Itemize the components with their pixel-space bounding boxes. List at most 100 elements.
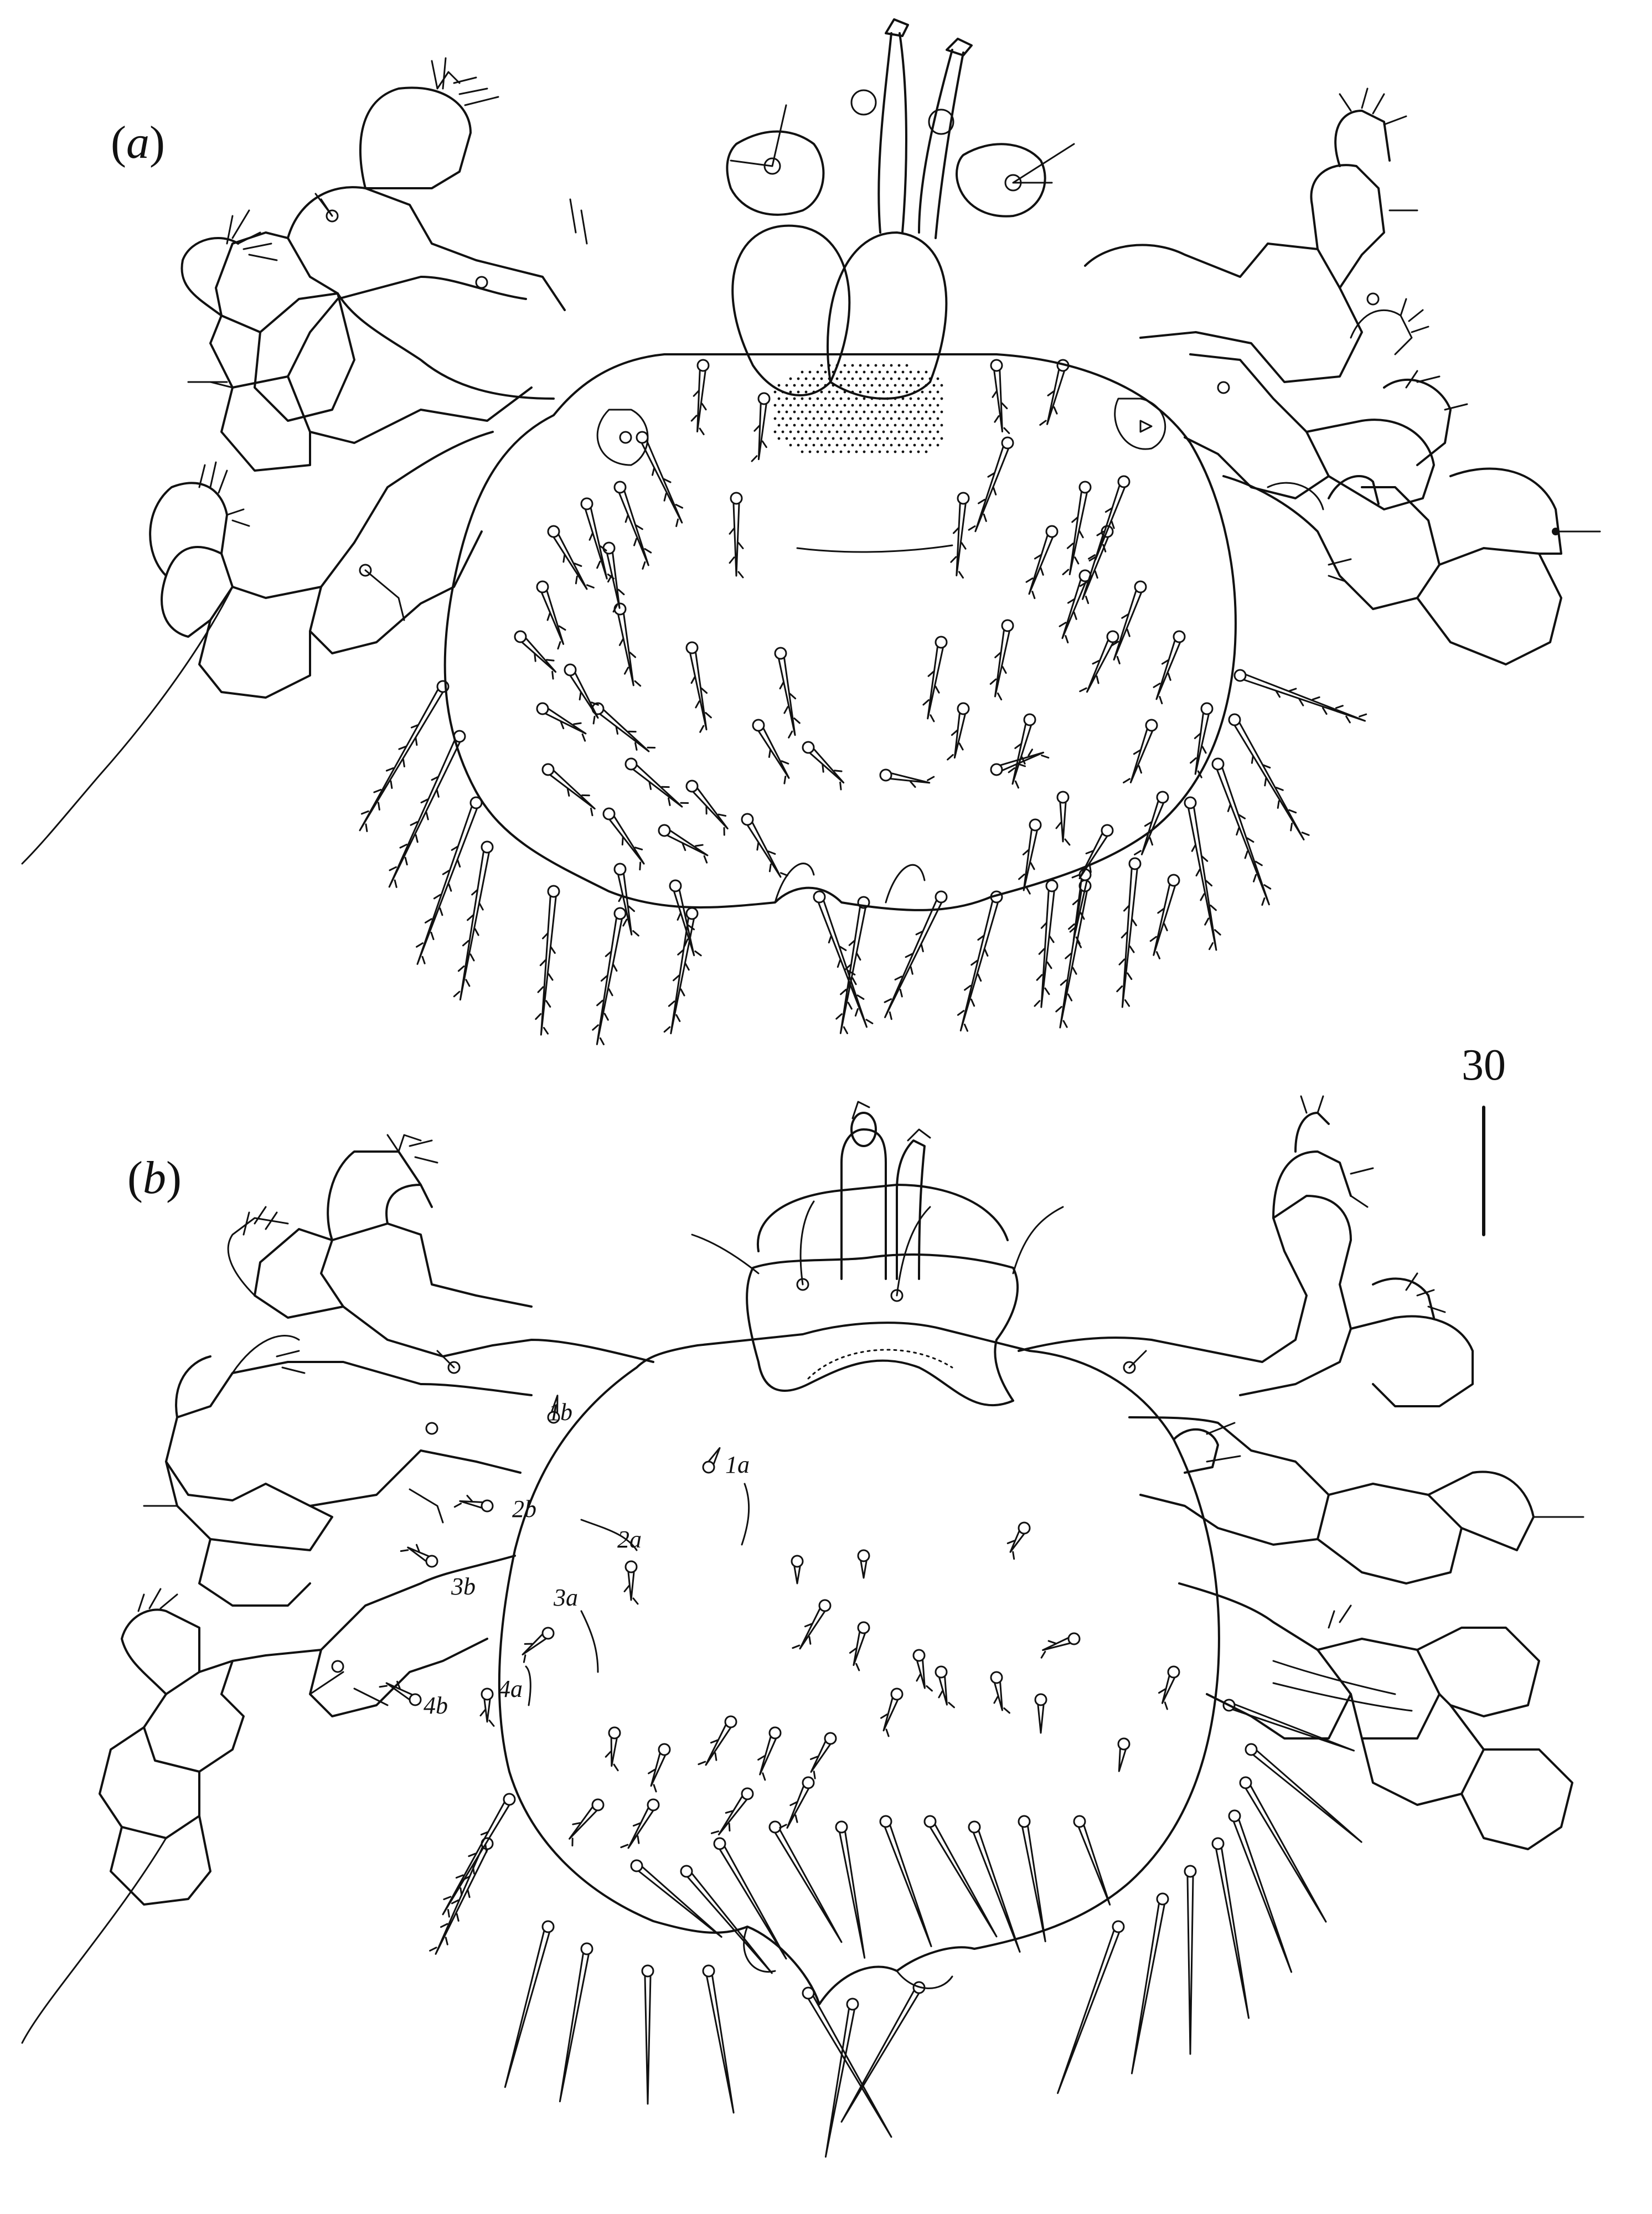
panel-a-seta-28 (1153, 630, 1186, 705)
panel-a-seta-10 (613, 481, 652, 570)
panel-b-seta-29 (710, 1787, 754, 1836)
panel-b-gnathosoma (691, 1101, 1064, 1407)
panel-b-seta-14 (1040, 1632, 1081, 1659)
panel-b-seta-37 (768, 1820, 843, 1943)
panel-b-marginal-seta-13 (1211, 1837, 1250, 2019)
panel-a-marginal-seta-15 (1184, 796, 1221, 951)
panel-b-seta-labels: 1b 1a 2b 2a 3b 3a 4b 4a (424, 1398, 750, 1719)
panel-b-posterior-lobe (743, 1926, 953, 1989)
panel-a-marginal-seta-16 (1211, 757, 1272, 906)
panel-a-seta-52 (1149, 874, 1180, 959)
panel-a-seta-18 (613, 602, 642, 687)
panel-a-dorsal-view: (a) (21, 18, 1601, 1045)
panel-b-label: (b) (127, 1152, 182, 1204)
panel-a-seta-21 (922, 636, 948, 722)
panel-a-seta-35 (1123, 719, 1158, 783)
panel-a-marginal-seta-18 (1233, 669, 1367, 724)
panel-a-seta-39 (685, 780, 729, 836)
panel-a-punctate-field (773, 364, 943, 453)
panel-b-seta-9 (791, 1555, 804, 1585)
panel-b-marginal-seta-9 (840, 1981, 926, 2123)
panel-b-body-outline (498, 1322, 1220, 2005)
panel-a-seta-45 (658, 824, 709, 864)
panel-b-seta-26 (1117, 1737, 1130, 1772)
scale-bar-label: 30 (1462, 1041, 1506, 1090)
panel-b-marginal-seta-8 (824, 1998, 859, 2158)
panel-b-seta-2 (702, 1447, 721, 1474)
panel-a-posterior-lobe (774, 863, 926, 904)
panel-b-seta-1 (547, 1395, 560, 1424)
panel-a-leg-3-left (21, 431, 494, 865)
panel-a-seta-8 (950, 492, 970, 579)
panel-b-seta-13 (849, 1621, 870, 1671)
panel-b-seta-39 (680, 1865, 773, 1974)
panel-b-seta-23 (757, 1726, 782, 1781)
panel-a-seta-7 (729, 492, 744, 579)
panel-a-seta-29 (536, 702, 587, 742)
panel-a-leg-1-right (1084, 87, 1429, 383)
panel-b-seta-11 (1006, 1521, 1031, 1560)
panel-a-seta-27 (1079, 630, 1119, 693)
panel-b-marginal-seta-7 (802, 1986, 892, 2138)
panel-a-marginal-seta-1 (359, 680, 450, 832)
panel-b-seta-33 (923, 1815, 998, 1938)
panel-b-seta-28 (620, 1798, 660, 1849)
panel-a-marginal-seta-11 (957, 890, 1003, 1032)
panel-a-seta-17 (536, 580, 566, 650)
panel-b-leg-2-right (1128, 1416, 1584, 1585)
panel-b-marginal-seta-12 (1184, 1865, 1197, 2055)
panel-b-seta-38 (713, 1837, 787, 1960)
panel-b-marginal-seta-3 (504, 1920, 555, 2088)
panel-a-seta-44 (602, 807, 645, 871)
panel-a-eyes (596, 398, 1166, 466)
panel-a-marginal-seta-17 (1228, 713, 1310, 841)
panel-a-marginal-seta-3 (416, 796, 483, 965)
panel-a-seta-24 (1111, 580, 1147, 664)
panel-a-seta-12 (1088, 475, 1130, 561)
seta-label-3b: 3b (451, 1573, 476, 1600)
panel-b-leg-3-left (21, 1555, 516, 2044)
seta-label-3a: 3a (553, 1584, 578, 1611)
seta-label-2a: 2a (617, 1526, 642, 1553)
panel-a-leg-2-right (1184, 353, 1468, 510)
panel-b-seta-15 (912, 1649, 933, 1692)
panel-a-transverse-suture (796, 544, 953, 553)
panel-a-seta-16 (1079, 525, 1114, 605)
panel-b-marginal-seta-16 (1245, 1743, 1362, 1843)
panel-b-marginal-seta-17 (1222, 1699, 1355, 1752)
seta-label-1b: 1b (548, 1398, 572, 1426)
panel-b-seta-25 (1158, 1665, 1180, 1710)
panel-b-seta-35 (1018, 1815, 1046, 1943)
panel-a-marginal-seta-6 (592, 907, 627, 1045)
panel-a-leg-3-right (1222, 467, 1601, 665)
panel-b-seta-30 (779, 1776, 815, 1829)
panel-b-seta-16 (935, 1665, 955, 1709)
panel-a-seta-33 (947, 702, 970, 761)
panel-b-ventral-view: (b) 1b 1a 2b 2a 3b 3a 4b 4a (21, 1095, 1584, 2158)
panel-a-seta-3 (990, 359, 1010, 434)
panel-b-seta-12 (792, 1599, 832, 1650)
panel-b-seta-32 (879, 1815, 932, 1948)
panel-b-seta-8 (479, 1687, 495, 1727)
panel-b-seta-34 (968, 1820, 1021, 1953)
panel-a-seta-19 (685, 641, 712, 733)
panel-a-seta-20 (774, 647, 801, 739)
panel-b-marginal-seta-15 (1239, 1776, 1327, 1923)
panel-a-seta-40 (879, 768, 935, 788)
panel-b-seta-36 (1073, 1815, 1111, 1906)
panel-a-marginal-seta-10 (884, 890, 948, 1020)
panel-b-seta-22 (698, 1715, 737, 1766)
panel-b-seta-7 (379, 1680, 422, 1706)
panel-b-leg-3-right (1178, 1582, 1573, 1850)
panel-a-marginal-seta-13 (1055, 879, 1092, 1029)
panel-a-seta-23 (1059, 569, 1092, 644)
panel-b-marginal-seta-14 (1228, 1809, 1293, 1973)
panel-b-seta-31 (835, 1820, 866, 1959)
panel-a-seta-37 (541, 763, 596, 817)
panel-a-seta-38 (624, 757, 689, 808)
panel-b-marginal-seta-2 (429, 1837, 494, 1955)
panel-a-seta-42 (1055, 791, 1071, 846)
panel-a-seta-36 (1190, 702, 1214, 778)
panel-b-seta-18 (880, 1687, 904, 1737)
